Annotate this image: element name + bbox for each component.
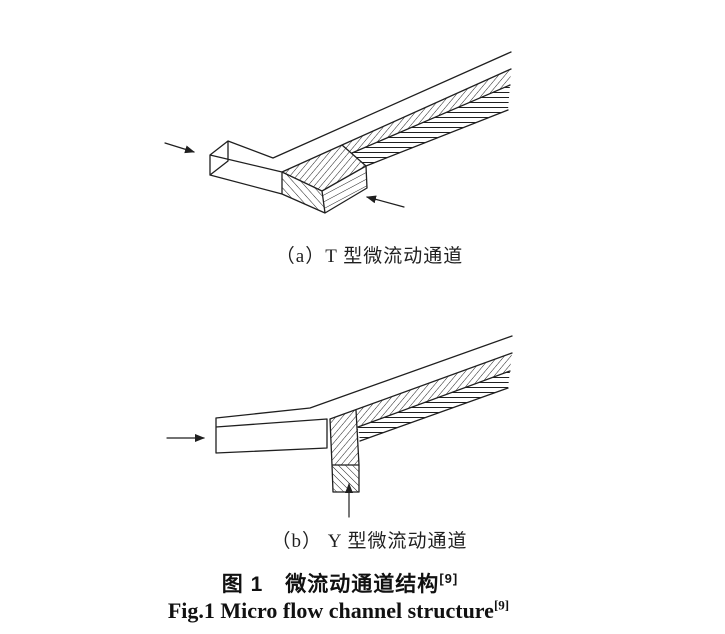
figure-title-en-text: Fig.1 Micro flow channel structure	[167, 598, 494, 623]
channel-groove-hatch	[330, 353, 512, 465]
figure-title-zh-text: 图 1 微流动通道结构	[221, 573, 440, 596]
inlet-bar-front-face	[216, 419, 327, 453]
figure-title-zh: 图 1 微流动通道结构[9]	[0, 568, 725, 598]
channel-groove-hatch	[342, 69, 511, 153]
t-channel-surfaces	[210, 52, 511, 213]
citation-ref-en: [9]	[493, 597, 510, 613]
y-channel-diagram	[166, 335, 513, 518]
caption-b: （b） Y 型微流动通道	[271, 531, 468, 552]
inlet-bar-top-surface	[216, 336, 512, 427]
outlet-pointer-arrow-icon	[366, 195, 405, 208]
channel-side-face-hatch	[358, 371, 510, 441]
y-channel-edges	[215, 335, 513, 493]
channel-side-face-hatch	[352, 85, 510, 166]
y-channel-surfaces	[216, 336, 512, 492]
citation-ref-zh: [9]	[439, 571, 459, 586]
t-channel-edges	[209, 51, 512, 214]
junction-front-face-hatch	[282, 172, 325, 213]
figure-title-en: Fig.1 Micro flow channel structure[9]	[0, 598, 725, 624]
inlet-flow-arrow-icon	[164, 142, 195, 154]
branch-lower-segment-hatch	[332, 465, 359, 492]
t-channel-diagram	[164, 51, 512, 214]
caption-a: （a）T 型微流动通道	[275, 246, 464, 267]
inlet-block-top-surface	[210, 52, 511, 172]
junction-end-face-hatch	[322, 166, 367, 213]
junction-top-face-hatch	[282, 145, 366, 191]
